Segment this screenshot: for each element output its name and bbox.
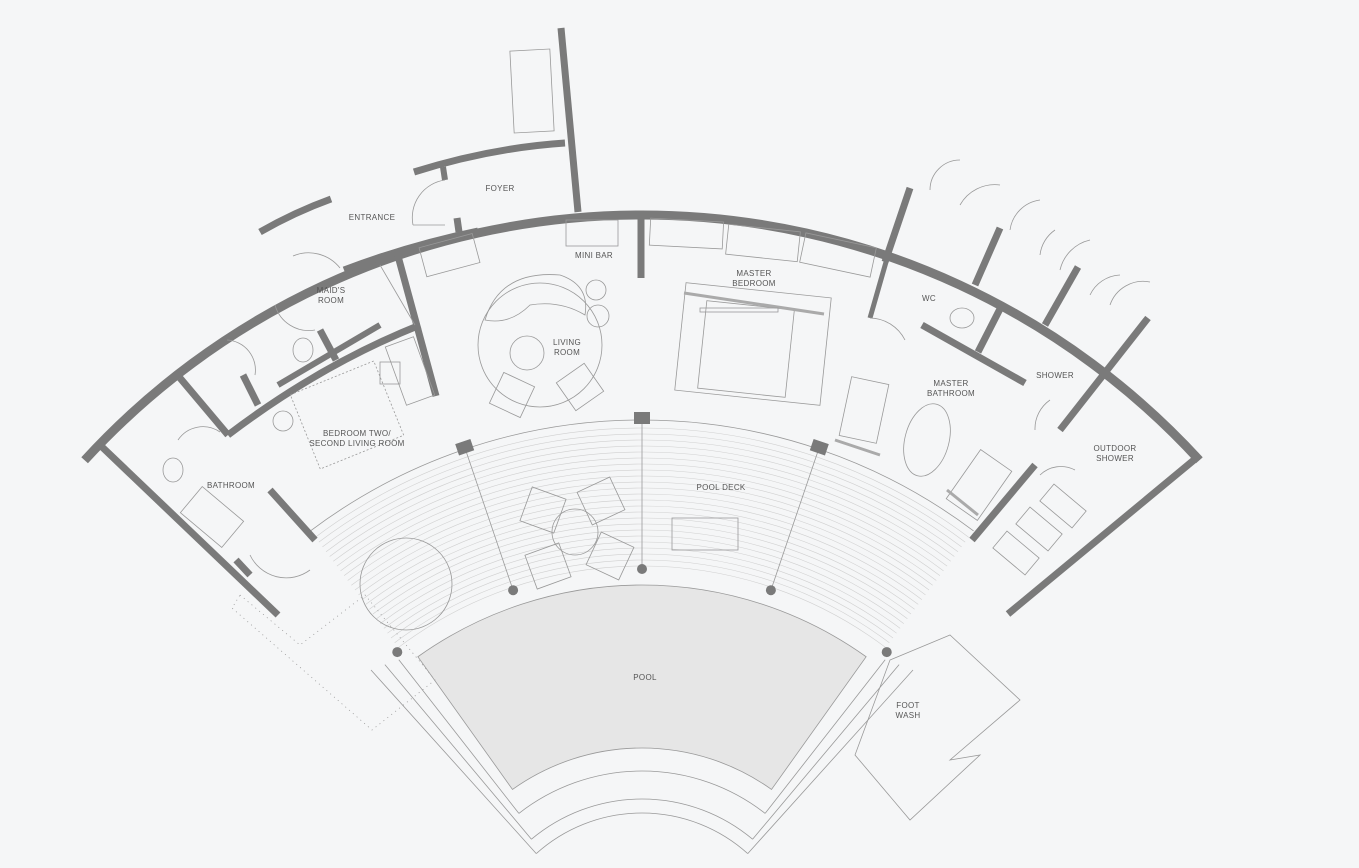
column	[765, 585, 776, 596]
deck-divider	[770, 447, 820, 591]
column	[508, 585, 519, 596]
label-maids-room: MAID'S ROOM	[316, 286, 346, 305]
furniture	[162, 217, 1087, 821]
pool-step-edge	[370, 669, 537, 854]
column	[637, 564, 647, 574]
pool-step	[518, 770, 766, 814]
pool-step	[536, 812, 748, 854]
wall-pier	[634, 412, 650, 424]
label-bedroom-two: BEDROOM TWO/ SECOND LIVING ROOM	[309, 429, 405, 448]
label-pool-deck: POOL DECK	[696, 483, 746, 492]
deck-columns	[392, 412, 892, 658]
label-master-bathroom: MASTER BATHROOM	[926, 379, 976, 398]
outer-wall	[81, 210, 1203, 464]
column	[881, 647, 892, 658]
pool-step-edge	[764, 659, 886, 814]
label-wc: WC	[922, 294, 936, 303]
label-bathroom: BATHROOM	[206, 481, 256, 490]
label-living-room: LIVING ROOM	[552, 338, 582, 357]
pool-step-edge	[398, 659, 520, 814]
label-shower: SHOWER	[1036, 371, 1074, 380]
entrance-walls	[258, 27, 582, 397]
pool	[417, 584, 867, 791]
column	[392, 647, 403, 658]
label-pool: POOL	[633, 673, 657, 682]
label-mini-bar: MINI BAR	[575, 251, 613, 260]
label-entrance: ENTRANCE	[348, 213, 396, 222]
label-master-bedroom: MASTER BEDROOM	[732, 269, 776, 288]
pool-step	[531, 798, 753, 840]
pool-step-edge	[747, 669, 914, 854]
pool-steps	[370, 659, 914, 854]
label-foyer: FOYER	[485, 184, 515, 193]
wall-pier	[809, 438, 829, 456]
pool-step-edge	[384, 664, 532, 840]
wall-pier	[455, 438, 475, 456]
interior-walls	[97, 159, 1203, 618]
deck-divider	[464, 447, 514, 591]
label-outdoor-shower: OUTDOOR SHOWER	[1093, 444, 1137, 463]
pool-step-edge	[752, 664, 900, 840]
label-foot-wash: FOOT WASH	[895, 701, 921, 720]
